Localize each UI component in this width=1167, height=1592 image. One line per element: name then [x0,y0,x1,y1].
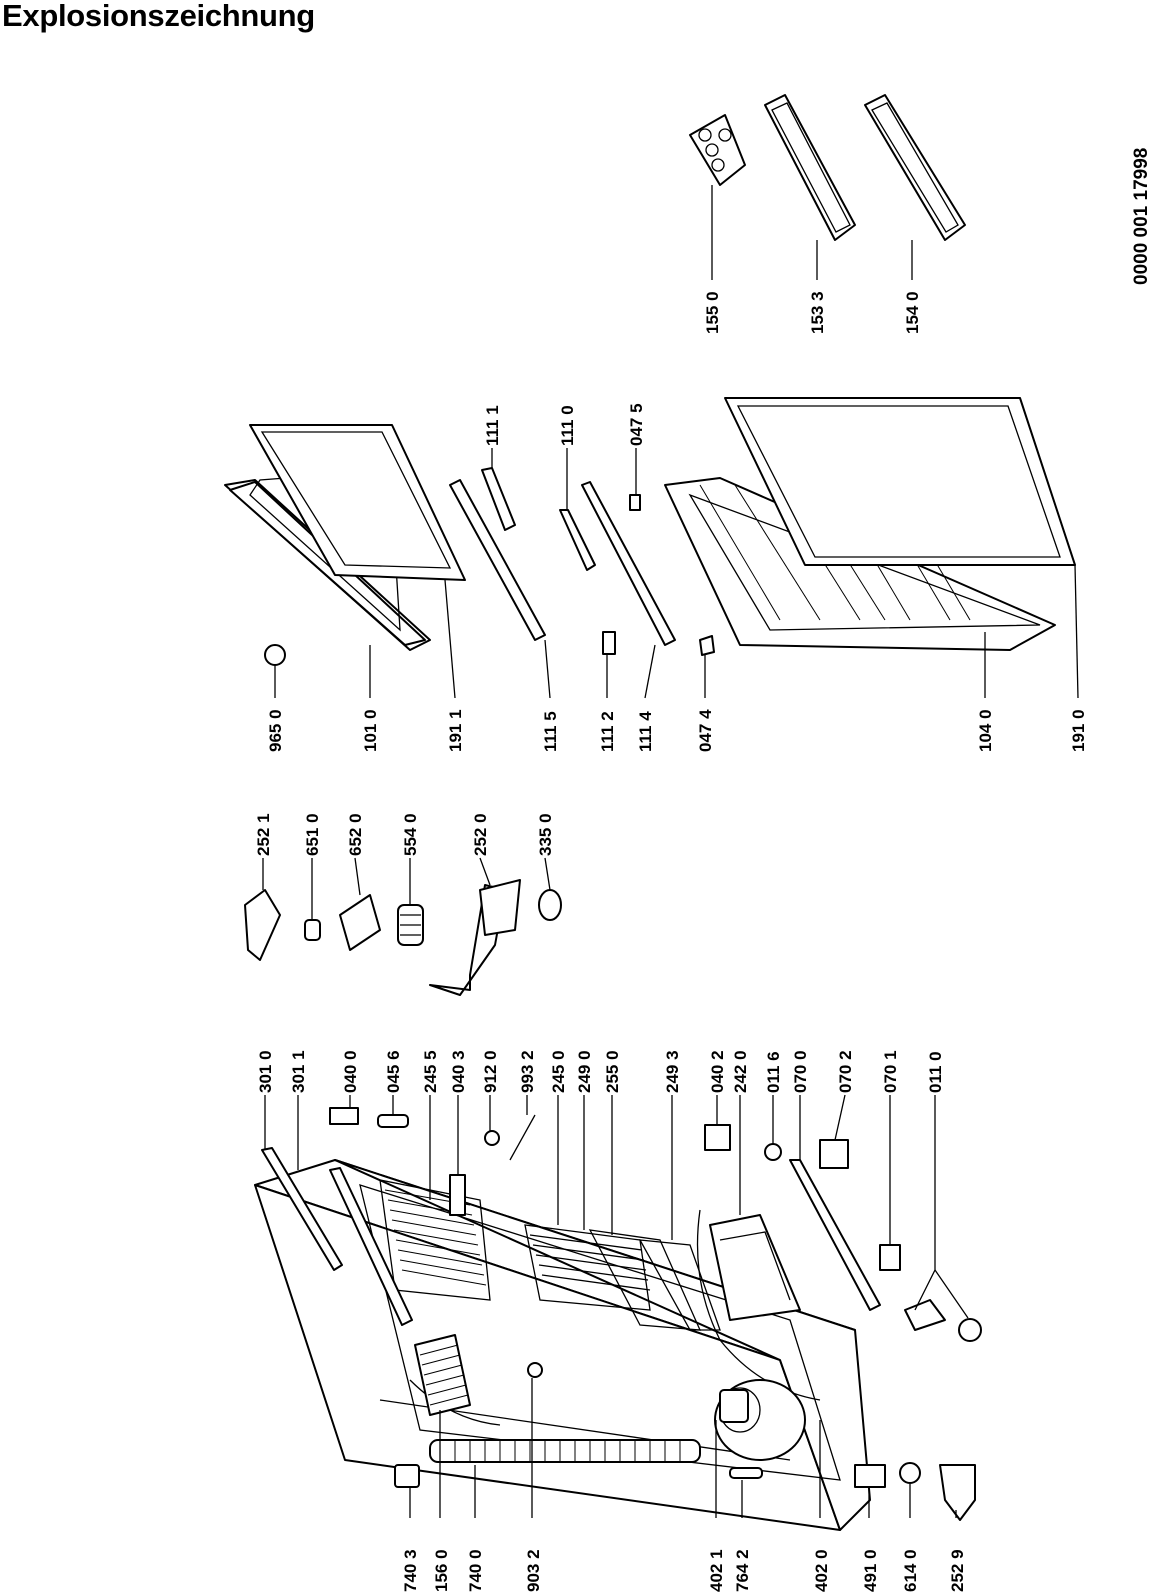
label-047-5: 047 5 [627,403,646,446]
compressor [714,1379,806,1461]
door-accessories [689,94,966,241]
label-252-9: 252 9 [948,1549,967,1592]
label-156-0: 156 0 [432,1549,451,1592]
label-111-1: 111 1 [483,405,502,446]
label-153-3: 153 3 [808,291,827,334]
label-255-0: 255 0 [603,1050,622,1093]
label-245-5: 245 5 [421,1050,440,1093]
label-740-3: 740 3 [401,1549,420,1592]
label-652-0: 652 0 [346,813,365,856]
label-040-2: 040 2 [708,1050,727,1093]
label-301-0: 301 0 [256,1050,275,1093]
label-191-1: 191 1 [446,709,465,752]
cabinet-body [254,1107,982,1531]
label-740-0: 740 0 [466,1549,485,1592]
label-111-2: 111 2 [598,711,617,752]
door-hinge-rails [449,467,715,656]
label-903-2: 903 2 [524,1549,543,1592]
label-402-0: 402 0 [812,1549,831,1592]
label-249-3: 249 3 [663,1050,682,1093]
callout-labels: 740 3 156 0 740 0 903 2 402 1 764 2 402 … [254,148,1152,1592]
egg-rack [414,1334,471,1416]
label-045-6: 045 6 [384,1050,403,1093]
label-993-2: 993 2 [518,1050,537,1093]
label-154-0: 154 0 [903,291,922,334]
label-335-0: 335 0 [536,813,555,856]
label-047-4: 047 4 [696,709,715,752]
label-070-0: 070 0 [791,1050,810,1093]
label-912-0: 912 0 [481,1050,500,1093]
label-402-1: 402 1 [707,1549,726,1592]
label-249-0: 249 0 [575,1050,594,1093]
label-111-0: 111 0 [558,405,577,446]
label-651-0: 651 0 [303,813,322,856]
label-191-0: 191 0 [1069,709,1088,752]
label-011-6: 011 6 [764,1051,783,1093]
label-111-5: 111 5 [541,711,560,752]
label-070-1: 070 1 [881,1050,900,1093]
label-245-0: 245 0 [549,1050,568,1093]
freezer-door [224,424,466,666]
control-parts [244,879,562,996]
label-491-0: 491 0 [861,1549,880,1592]
condenser-coil [429,1439,701,1463]
leader-lines [262,185,1079,1518]
label-252-1: 252 1 [254,813,273,856]
label-040-3: 040 3 [449,1050,468,1093]
label-614-0: 614 0 [901,1549,920,1592]
label-242-0: 242 0 [731,1050,750,1093]
document-number: 0000 001 17998 [1131,148,1152,285]
label-101-0: 101 0 [361,709,380,752]
label-252-0: 252 0 [471,813,490,856]
label-965-0: 965 0 [266,709,285,752]
label-104-0: 104 0 [976,709,995,752]
label-301-1: 301 1 [289,1050,308,1093]
label-070-2: 070 2 [836,1050,855,1093]
label-111-4: 111 4 [636,711,655,752]
label-155-0: 155 0 [703,291,722,334]
label-040-0: 040 0 [341,1050,360,1093]
diagram-title: Explosionszeichnung [2,0,315,33]
label-554-0: 554 0 [401,813,420,856]
label-011-0: 011 0 [926,1051,945,1093]
label-764-2: 764 2 [733,1549,752,1592]
